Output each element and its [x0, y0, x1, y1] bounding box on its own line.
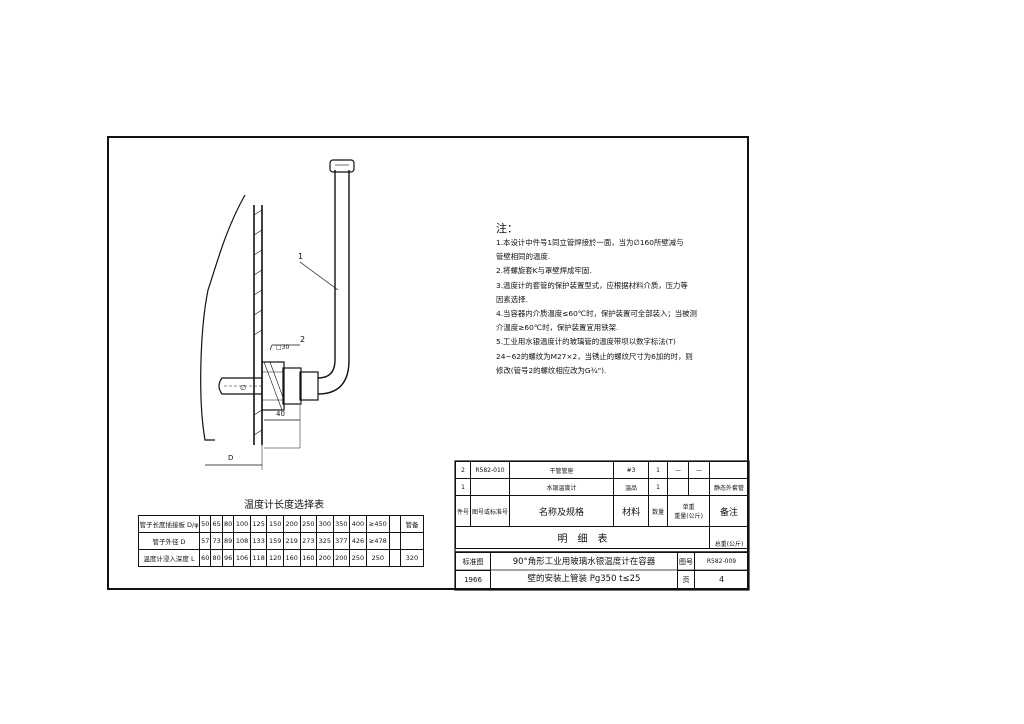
wall-outline — [200, 194, 246, 441]
part-1-label: 1 — [298, 252, 304, 261]
table-row: 1 水银温度计 温品 1 静态外套管 — [455, 478, 749, 496]
drawing-sheet — [107, 136, 749, 590]
part-2-label: 2 — [300, 335, 306, 344]
drawing-number: R582-009 — [694, 552, 749, 571]
note-line: 修改(管号2的螺纹相应改为G¾"). — [496, 365, 607, 375]
thermometer-stem — [334, 170, 350, 360]
nut — [299, 371, 319, 401]
bom-header-row: 件号 图号或标准号 名称及规格 材料 数量 单重重量(公斤) 备注 — [455, 495, 749, 527]
note-line: 24~62的螺纹为M27×2，当锈止的螺纹尺寸为6加的时，则 — [496, 351, 693, 361]
dim-small-label: □30 — [276, 344, 290, 351]
note-line: 1.本设计中件号1同立管焊接於一面，当为∅160所壁减与 — [496, 238, 684, 247]
note-line: 管壁相同的温度. — [496, 252, 551, 262]
title-block: 标准图 90°角形工业用玻璃水银温度计在容器 壁的安装上管装 Pg350 t≤2… — [455, 552, 749, 589]
note-line: 介温度≥60℃时，保护装置宜用铁架. — [496, 323, 619, 333]
dim-D-label: D — [228, 454, 234, 462]
drawing-title-line-1: 90°角形工业用玻璃水银温度计在容器 — [512, 556, 656, 567]
notes-heading: 注： — [496, 222, 518, 235]
note-line: 5.工业用水银温度计的玻璃管的温度带坝以数字标法(T) — [496, 337, 676, 347]
note-line: 3.温度计的套管的保护装置型式，应根据材料介质，压力等 — [496, 280, 688, 290]
dim-40-label: 40 — [276, 410, 285, 418]
bom-section-row: 明 细 表 总重(公斤) — [454, 526, 749, 549]
dim-left-label: ∅ — [240, 384, 247, 392]
bom-table: 2 R582-010 干管管座 #3 1 — — 1 水银温度计 温品 1 静态… — [454, 461, 749, 549]
probe — [218, 377, 262, 395]
table-row: 1966 页 4 — [455, 570, 749, 589]
note-line: 因素选择. — [496, 294, 528, 304]
elbow — [317, 359, 350, 395]
length-table-title: 温度计长度选择表 — [244, 500, 324, 511]
page-number: 4 — [694, 570, 749, 589]
table-row: 标准图 90°角形工业用玻璃水银温度计在容器 壁的安装上管装 Pg350 t≤2… — [455, 552, 749, 589]
table-row: 2 R582-010 干管管座 #3 1 — — — [455, 461, 749, 479]
note-line: 2.将螺旋套K与罩壁焊成牢固. — [496, 266, 592, 276]
note-line: 4.当容器内介质温度≤60℃时，保护装置可全部装入；当被测 — [496, 309, 697, 319]
drawing-title-line-2: 壁的安装上管装 Pg350 t≤25 — [527, 573, 641, 584]
design-notes: 注： 1.本设计中件号1同立管焊接於一面，当为∅160所壁减与 管壁相同的温度.… — [496, 222, 746, 378]
